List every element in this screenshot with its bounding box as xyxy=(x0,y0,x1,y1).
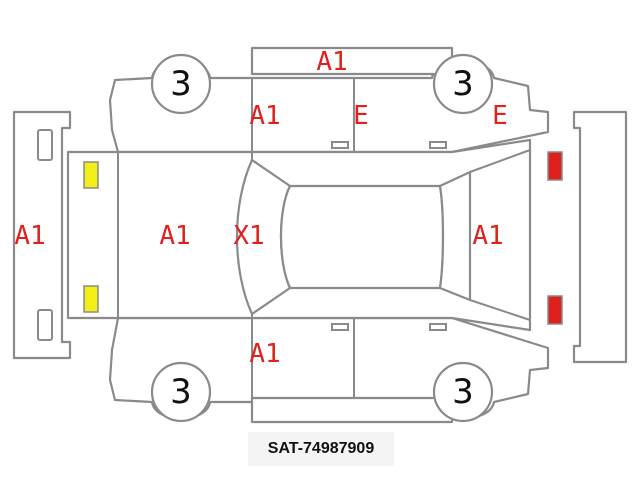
tire-front-right-label: 3 xyxy=(170,372,192,412)
code-windshield: X1 xyxy=(233,221,264,251)
tire-front-left: 3 xyxy=(150,53,212,115)
rear-bumper xyxy=(572,110,628,364)
code-front-bumper: A1 xyxy=(14,221,45,251)
code-left-front-door: A1 xyxy=(249,101,280,131)
tire-rear-left: 3 xyxy=(432,53,494,115)
tire-rear-right: 3 xyxy=(432,361,494,423)
front-bumper-slot-bottom xyxy=(37,309,53,341)
left-roof-panel xyxy=(250,46,454,76)
code-back-door: A1 xyxy=(472,221,503,251)
tire-rear-left-label: 3 xyxy=(452,64,474,104)
taillamp-top xyxy=(547,151,563,181)
right-front-handle xyxy=(331,323,349,331)
tire-front-left-label: 3 xyxy=(170,64,192,104)
headlamp-top xyxy=(83,161,99,189)
front-bumper xyxy=(12,110,72,360)
headlamp-bottom xyxy=(83,285,99,313)
tire-front-right: 3 xyxy=(150,361,212,423)
right-rear-handle xyxy=(429,323,447,331)
code-left-rear-door: E xyxy=(353,101,369,131)
quarter-top xyxy=(469,149,531,173)
right-rocker-panel xyxy=(250,396,454,424)
left-rear-handle xyxy=(429,141,447,149)
code-left-rear-fender: E xyxy=(492,101,508,131)
front-bumper-slot-top xyxy=(37,129,53,161)
roof xyxy=(279,184,445,290)
code-hood: A1 xyxy=(159,221,190,251)
code-left-roof-panel: A1 xyxy=(316,47,347,77)
taillamp-bottom xyxy=(547,295,563,325)
left-front-handle xyxy=(331,141,349,149)
code-right-front-door: A1 xyxy=(249,339,280,369)
quarter-bottom xyxy=(469,299,531,321)
tire-rear-right-label: 3 xyxy=(452,372,474,412)
stock-number-label: SAT-74987909 xyxy=(248,432,394,466)
rear-glass xyxy=(438,170,472,302)
